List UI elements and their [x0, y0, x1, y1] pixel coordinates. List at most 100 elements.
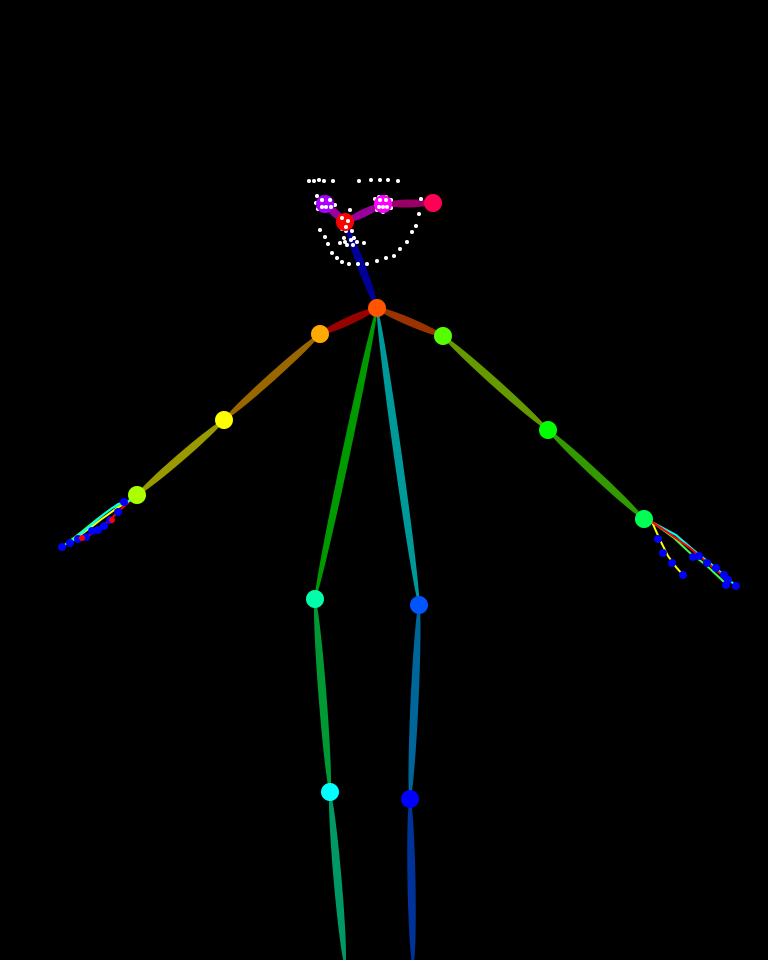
- hand-keypoint-dot: [114, 508, 122, 516]
- face-landmark-dot: [369, 178, 373, 182]
- keypoint-right-eye: [316, 195, 334, 213]
- limb-right-upper-arm: [223, 333, 321, 421]
- face-landmark-dot: [352, 236, 356, 240]
- face-landmark-dot: [357, 179, 361, 183]
- face-landmark-dot: [348, 208, 352, 212]
- face-landmark-dot: [410, 230, 414, 234]
- face-landmark-dot: [307, 179, 311, 183]
- face-landmark-dot: [396, 179, 400, 183]
- face-landmark-dot: [318, 228, 322, 232]
- hand-keypoint-dot: [712, 564, 720, 572]
- keypoint-left-elbow: [539, 421, 557, 439]
- face-landmark-dot: [323, 235, 327, 239]
- keypoint-neck: [368, 299, 386, 317]
- skeleton-keypoints: [128, 194, 653, 808]
- face-landmark-dot: [330, 251, 334, 255]
- face-landmark-dot: [328, 198, 332, 202]
- face-landmark-dot: [343, 240, 347, 244]
- face-landmark-dot: [385, 205, 389, 209]
- face-landmark-dot: [384, 256, 388, 260]
- face-landmark-dot: [419, 197, 423, 201]
- face-landmark-dot: [340, 260, 344, 264]
- face-landmark-dot: [405, 240, 409, 244]
- face-landmark-dot: [346, 219, 350, 223]
- hand-keypoint-dot: [79, 535, 85, 541]
- keypoint-left-knee: [401, 790, 419, 808]
- face-landmark-dot: [342, 236, 346, 240]
- hand-keypoints: [58, 498, 740, 590]
- hand-keypoint-dot: [668, 559, 676, 567]
- hand-keypoint-dot: [679, 571, 687, 579]
- face-landmark-dot: [375, 259, 379, 263]
- limb-neck-nose: [344, 221, 378, 309]
- keypoint-left-eye: [374, 195, 392, 213]
- limb-neck-left-shoulder: [376, 307, 444, 337]
- face-landmark-dot: [340, 216, 344, 220]
- face-landmark-dot: [378, 178, 382, 182]
- hand-keypoint-dot: [659, 549, 667, 557]
- limb-right-forearm: [136, 419, 225, 496]
- limb-neck-right-shoulder: [319, 307, 378, 335]
- limb-left-eye-left-ear: [382, 199, 434, 208]
- limb-right-shin: [329, 791, 346, 960]
- hand-keypoint-dot: [58, 543, 66, 551]
- face-landmark-dot: [386, 178, 390, 182]
- face-landmark-dot: [320, 198, 324, 202]
- hand-keypoint-dot: [695, 552, 703, 560]
- hand-keypoint-dot: [722, 581, 730, 589]
- face-landmark-dot: [417, 212, 421, 216]
- face-landmark-dot: [414, 224, 418, 228]
- limb-left-forearm: [547, 429, 645, 520]
- hand-keypoint-dot: [689, 553, 697, 561]
- face-landmark-dot: [326, 242, 330, 246]
- keypoint-right-elbow: [215, 411, 233, 429]
- face-landmark-dot: [312, 179, 316, 183]
- keypoint-left-hip: [410, 596, 428, 614]
- keypoint-right-wrist: [128, 486, 146, 504]
- limb-left-upper-arm: [442, 335, 549, 431]
- keypoint-right-hip: [306, 590, 324, 608]
- face-landmark-dot: [349, 238, 353, 242]
- hand-keypoint-dot: [109, 517, 115, 523]
- hand-keypoint-dot: [94, 526, 102, 534]
- limb-nose-left-eye: [344, 203, 384, 223]
- hand-keypoint-dot: [703, 559, 711, 567]
- face-landmarks: [307, 178, 423, 266]
- face-landmark-dot: [335, 256, 339, 260]
- limb-neck-right-hip: [314, 307, 378, 600]
- face-landmark-dot: [377, 205, 381, 209]
- face-landmark-dot: [329, 205, 333, 209]
- face-landmark-dot: [392, 254, 396, 258]
- skeleton-limbs: [136, 199, 645, 960]
- face-landmark-dot: [317, 178, 321, 182]
- face-landmark-dot: [350, 229, 354, 233]
- face-landmark-dot: [344, 225, 348, 229]
- face-landmark-dot: [398, 247, 402, 251]
- face-landmark-dot: [351, 243, 355, 247]
- face-landmark-dot: [345, 243, 349, 247]
- keypoint-left-shoulder: [434, 327, 452, 345]
- face-landmark-dot: [355, 240, 359, 244]
- limb-left-thigh: [408, 604, 421, 800]
- hand-keypoint-dot: [120, 498, 128, 506]
- face-landmark-dot: [378, 198, 382, 202]
- face-landmark-dot: [347, 262, 351, 266]
- limb-left-shin: [407, 798, 416, 960]
- face-landmark-dot: [362, 241, 366, 245]
- hand-finger-line: [651, 521, 684, 576]
- face-landmark-dot: [315, 194, 319, 198]
- hand-keypoint-dot: [732, 582, 740, 590]
- face-landmark-dot: [356, 262, 360, 266]
- face-landmark-dot: [381, 205, 385, 209]
- face-landmark-dot: [384, 198, 388, 202]
- hand-keypoint-dot: [100, 522, 108, 530]
- hand-keypoint-dot: [654, 535, 662, 543]
- hand-keypoint-dot: [88, 527, 96, 535]
- keypoint-left-wrist: [635, 510, 653, 528]
- limb-neck-left-hip: [376, 307, 420, 606]
- face-landmark-dot: [322, 179, 326, 183]
- limb-right-thigh: [314, 598, 331, 793]
- face-landmark-dot: [338, 241, 342, 245]
